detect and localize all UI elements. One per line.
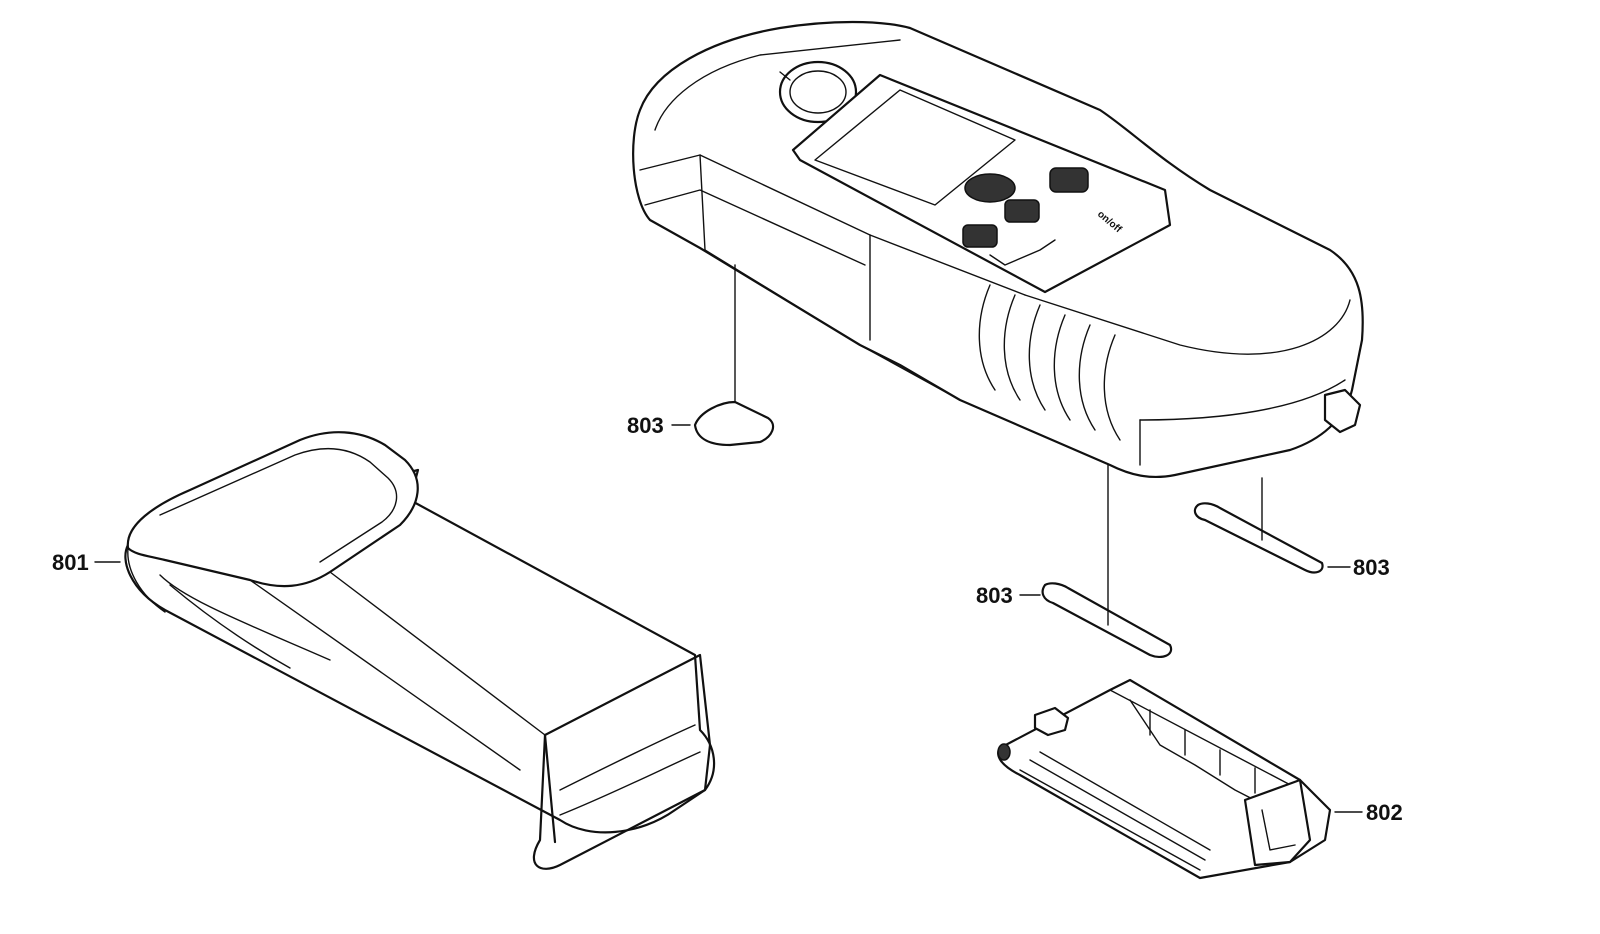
- callout-803-top: 803: [627, 413, 664, 438]
- pad-square: [693, 400, 775, 447]
- callout-803-middle: 803: [976, 583, 1013, 608]
- callout-803-right: 803: [1353, 555, 1390, 580]
- pad-strip-right: [1193, 502, 1324, 574]
- pad-strip-middle: [1041, 582, 1173, 659]
- detector-device: on/off: [632, 20, 1364, 479]
- holster-pouch: [124, 431, 716, 870]
- battery-cover: [997, 678, 1332, 880]
- callout-801: 801: [52, 550, 89, 575]
- callout-802: 802: [1366, 800, 1403, 825]
